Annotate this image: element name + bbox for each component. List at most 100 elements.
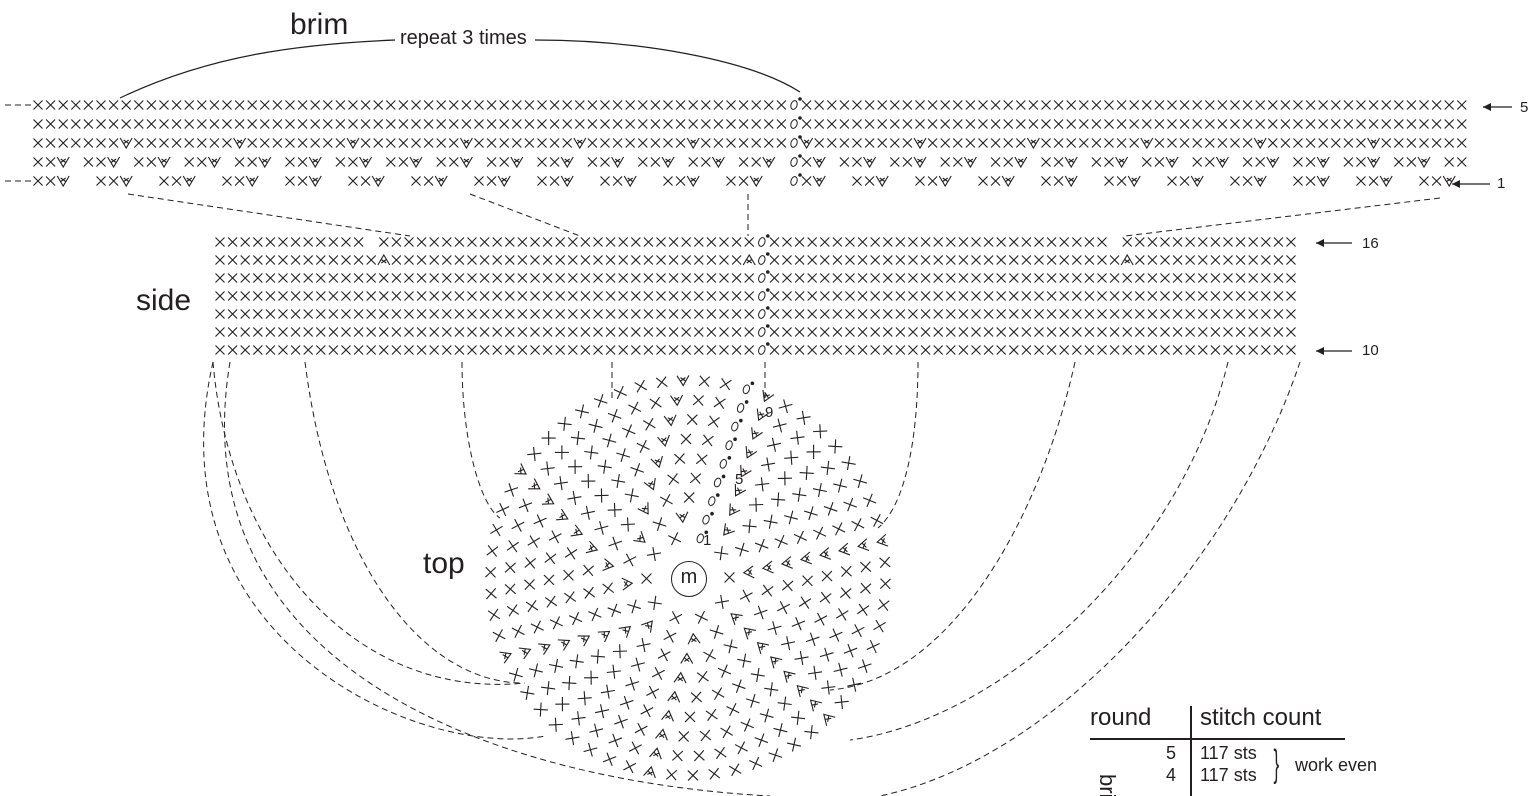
- single-crochet-x-icon: [845, 255, 855, 265]
- single-crochet-x-icon: [681, 273, 692, 283]
- increase-v-icon: [680, 652, 694, 664]
- single-crochet-x-icon: [1059, 309, 1070, 319]
- single-crochet-x-icon: [373, 100, 384, 110]
- single-crochet-x-icon: [649, 396, 662, 410]
- single-crochet-x-icon: [45, 176, 56, 186]
- single-crochet-x-icon: [58, 119, 69, 129]
- single-crochet-x-icon: [1230, 100, 1240, 110]
- single-crochet-x-icon: [852, 119, 862, 129]
- single-crochet-x-icon: [227, 345, 238, 355]
- single-crochet-x-icon: [541, 430, 556, 446]
- single-crochet-x-icon: [1129, 119, 1140, 129]
- single-crochet-x-icon: [486, 157, 497, 167]
- single-crochet-x-icon: [726, 138, 736, 148]
- single-crochet-x-icon: [606, 664, 621, 679]
- single-crochet-x-icon: [335, 100, 346, 110]
- single-crochet-x-icon: [593, 394, 608, 408]
- increase-v-icon: [597, 630, 611, 643]
- single-crochet-x-icon: [698, 375, 711, 387]
- single-crochet-x-icon: [945, 345, 956, 355]
- single-crochet-x-icon: [593, 255, 603, 265]
- single-crochet-x-icon: [341, 327, 351, 337]
- single-crochet-x-icon: [636, 638, 651, 653]
- single-crochet-x-icon: [1179, 100, 1190, 110]
- single-crochet-x-icon: [328, 237, 339, 247]
- single-crochet-x-icon: [714, 594, 729, 609]
- single-crochet-x-icon: [1393, 138, 1404, 148]
- single-crochet-x-icon: [184, 138, 195, 148]
- single-crochet-x-icon: [404, 291, 414, 301]
- single-crochet-x-icon: [1204, 119, 1215, 129]
- single-crochet-x-icon: [353, 327, 364, 337]
- single-crochet-x-icon: [486, 119, 497, 129]
- single-crochet-x-icon: [562, 675, 577, 691]
- single-crochet-x-icon: [1147, 309, 1158, 319]
- single-crochet-x-icon: [467, 345, 477, 355]
- single-crochet-x-icon: [814, 138, 825, 148]
- increase-v-icon: [838, 542, 851, 556]
- single-crochet-x-icon: [866, 639, 880, 654]
- single-crochet-x-icon: [454, 345, 465, 355]
- single-crochet-x-icon: [807, 345, 818, 355]
- single-crochet-x-icon: [285, 138, 295, 148]
- single-crochet-x-icon: [630, 657, 645, 672]
- single-crochet-x-icon: [1406, 138, 1417, 148]
- single-crochet-x-icon: [378, 345, 389, 355]
- single-crochet-x-icon: [328, 255, 339, 265]
- single-crochet-x-icon: [776, 100, 787, 110]
- single-crochet-x-icon: [1172, 345, 1183, 355]
- single-crochet-x-icon: [769, 273, 780, 283]
- row-number-1: 1: [1497, 175, 1506, 192]
- single-crochet-x-icon: [684, 711, 696, 723]
- single-crochet-x-icon: [805, 632, 820, 647]
- single-crochet-x-icon: [605, 237, 616, 247]
- single-crochet-x-icon: [600, 684, 615, 699]
- chain-0-icon: [758, 309, 766, 319]
- single-crochet-x-icon: [1223, 237, 1233, 247]
- single-crochet-x-icon: [1147, 327, 1158, 337]
- single-crochet-x-icon: [915, 119, 925, 129]
- increase-v-icon: [1316, 175, 1330, 188]
- single-crochet-x-icon: [1330, 100, 1341, 110]
- single-crochet-x-icon: [706, 309, 717, 319]
- single-crochet-x-icon: [240, 309, 251, 319]
- single-crochet-x-icon: [628, 401, 642, 415]
- single-crochet-x-icon: [33, 176, 43, 186]
- increase-v-icon: [687, 632, 701, 645]
- single-crochet-x-icon: [391, 345, 402, 355]
- single-crochet-x-icon: [1343, 119, 1354, 129]
- single-crochet-x-icon: [799, 465, 814, 481]
- single-crochet-x-icon: [794, 291, 805, 301]
- chain-0-icon: [696, 533, 704, 544]
- single-crochet-x-icon: [290, 345, 301, 355]
- single-crochet-x-icon: [474, 119, 484, 129]
- single-crochet-x-icon: [1147, 255, 1158, 265]
- slip-stitch-dot-icon: [733, 437, 737, 442]
- single-crochet-x-icon: [814, 119, 825, 129]
- single-crochet-x-icon: [719, 377, 732, 391]
- single-crochet-x-icon: [807, 237, 818, 247]
- single-crochet-x-icon: [754, 538, 769, 553]
- single-crochet-x-icon: [1242, 100, 1253, 110]
- single-crochet-x-icon: [1008, 327, 1019, 337]
- single-crochet-x-icon: [511, 518, 525, 532]
- single-crochet-x-icon: [1046, 237, 1057, 247]
- single-crochet-x-icon: [769, 345, 780, 355]
- increase-v-icon: [749, 175, 763, 188]
- single-crochet-x-icon: [555, 697, 570, 712]
- single-crochet-x-icon: [159, 119, 169, 129]
- single-crochet-x-icon: [983, 255, 994, 265]
- single-crochet-x-icon: [933, 255, 944, 265]
- single-crochet-x-icon: [864, 176, 875, 186]
- chain-0-icon: [702, 514, 710, 525]
- increase-v-icon: [657, 434, 670, 448]
- single-crochet-x-icon: [530, 291, 540, 301]
- single-crochet-x-icon: [832, 273, 843, 283]
- single-crochet-x-icon: [1343, 138, 1354, 148]
- single-crochet-x-icon: [738, 157, 749, 167]
- single-crochet-x-icon: [665, 769, 678, 781]
- single-crochet-x-icon: [835, 608, 849, 621]
- single-crochet-x-icon: [594, 488, 609, 503]
- single-crochet-x-icon: [1248, 345, 1259, 355]
- single-crochet-x-icon: [1230, 138, 1240, 148]
